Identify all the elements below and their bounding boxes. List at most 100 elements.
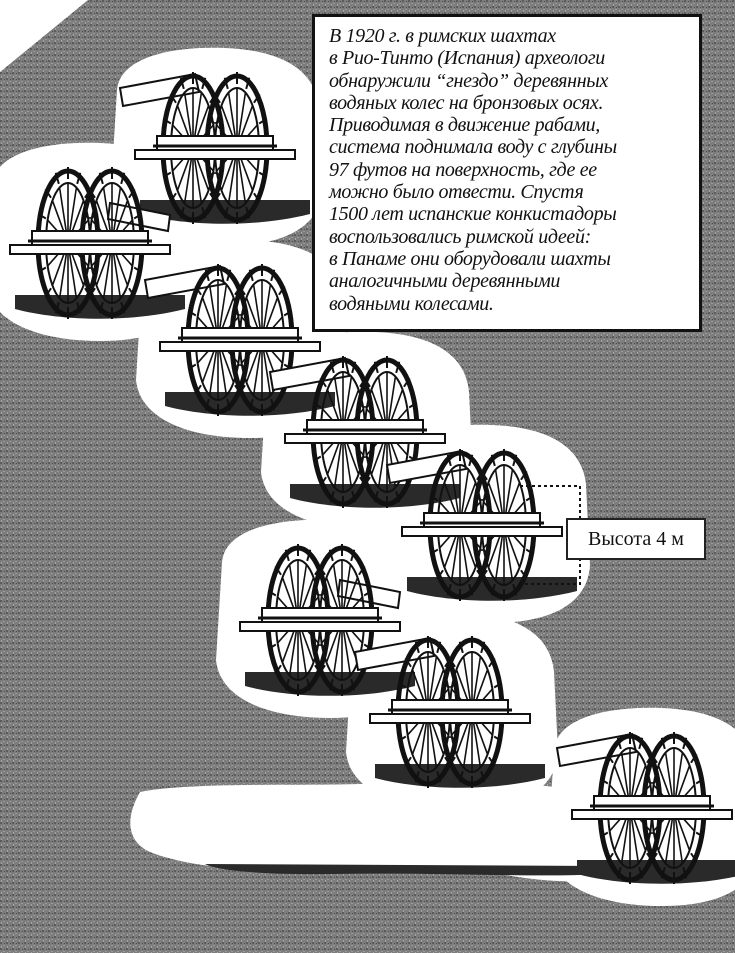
wheel-paddle (278, 285, 286, 296)
wheel-paddle (525, 548, 535, 555)
wheel-paddle (319, 476, 327, 487)
wheel-paddle (643, 778, 653, 785)
wheel-paddle (204, 269, 210, 282)
wheel-paddle (306, 549, 312, 562)
wheel-paddle (660, 737, 666, 750)
wheel-paddle (54, 172, 60, 185)
wheel-paddle (311, 590, 321, 597)
wheel-paddle (283, 310, 293, 317)
wheel-paddle (312, 455, 322, 462)
wheel-paddle (448, 756, 456, 767)
wheel-paddle (162, 118, 172, 125)
wheel-paddle (120, 301, 126, 314)
wheel-paddle (436, 569, 444, 580)
water-wheels (9, 72, 735, 884)
wheel-paddle (274, 565, 282, 576)
wheel-paddle (54, 301, 60, 314)
wheel-paddle (213, 93, 221, 104)
wheel-paddle (414, 641, 420, 654)
wheel-paddle (403, 377, 411, 388)
axle-block (181, 327, 299, 343)
wheel-paddle (245, 206, 251, 219)
wheel-paddle (414, 770, 420, 783)
wheel-paddle (480, 470, 488, 481)
wheel-stage (385, 449, 577, 601)
wheel-paddle (213, 192, 221, 203)
wheel-paddle (395, 490, 401, 503)
tunnel-cavity (130, 781, 600, 882)
caption-line: можно было отвести. Спустя (329, 181, 584, 204)
wheel-paddle (350, 549, 356, 562)
wheel-paddle (493, 735, 503, 742)
wheel-paddle (490, 583, 496, 596)
wheel-paddle (81, 213, 91, 220)
wheel-paddle (319, 377, 327, 388)
wheel-paddle (660, 866, 666, 879)
axle-block (156, 135, 274, 151)
wheel-paddle (682, 737, 688, 750)
caption-line: система поднимала воду с глубины (329, 136, 617, 159)
wheel-paddle (201, 206, 207, 219)
wheel-paddle (98, 172, 104, 185)
wheel-paddle (98, 301, 104, 314)
wheel-paddle (436, 470, 444, 481)
wheel-paddle (270, 398, 276, 411)
wheel-paddle (429, 495, 439, 502)
axle-block (593, 795, 711, 811)
wheel-paddle (650, 753, 658, 764)
wheel-paddle (512, 454, 518, 467)
wheel-paddle (245, 77, 251, 90)
wheel-paddle (351, 361, 357, 374)
wheel-paddle (350, 678, 356, 691)
wheel-paddle (312, 402, 322, 409)
wheel-paddle (81, 266, 91, 273)
support-beam (571, 809, 733, 820)
wheel-paddle (253, 93, 261, 104)
wheel-paddle (284, 678, 290, 691)
water-pool (577, 860, 735, 884)
wheel-paddle (373, 490, 379, 503)
wheel-paddle (643, 831, 653, 838)
wheel-paddle (695, 778, 705, 785)
tunnel-water (205, 864, 600, 876)
wheel-paddle (128, 287, 136, 298)
wheel-paddle (37, 266, 47, 273)
wheel-stage (143, 264, 335, 416)
wheel-paddle (88, 287, 96, 298)
wheel-paddle (306, 678, 312, 691)
wheel-paddle (328, 678, 334, 691)
wheel-paddle (351, 490, 357, 503)
wheel-paddle (120, 172, 126, 185)
caption-line: водяных колес на бронзовых осях. (329, 91, 604, 114)
wheel-paddle (248, 398, 254, 411)
wheel-paddle (408, 402, 418, 409)
wheel-paddle (76, 301, 82, 314)
wheel-paddle (226, 269, 232, 282)
wheel-paddle (446, 454, 452, 467)
wheel-paddle (356, 455, 366, 462)
wheel-paddle (231, 310, 241, 317)
wheel-paddle (162, 171, 172, 178)
wheel-paddle (606, 753, 614, 764)
wheel-paddle (37, 213, 47, 220)
wheel-paddle (169, 192, 177, 203)
axle-block (31, 230, 149, 246)
wheel-paddle (395, 361, 401, 374)
wheel-paddle (480, 641, 486, 654)
wheel-paddle (187, 310, 197, 317)
support-beam (369, 713, 531, 724)
wheel-paddle (397, 682, 407, 689)
wheel-paddle (490, 454, 496, 467)
wheel-paddle (441, 682, 451, 689)
wheel-paddle (363, 377, 371, 388)
wheel-paddle (179, 206, 185, 219)
wheel-paddle (468, 454, 474, 467)
caption-line: 97 футов на поверхность, где ее (329, 158, 597, 181)
axle-block (261, 607, 379, 623)
wheel-paddle (204, 398, 210, 411)
wheel-paddle (493, 682, 503, 689)
wheel-paddle (231, 363, 241, 370)
wheel-paddle (284, 549, 290, 562)
axle-block (423, 512, 541, 528)
wheel-paddle (133, 213, 143, 220)
